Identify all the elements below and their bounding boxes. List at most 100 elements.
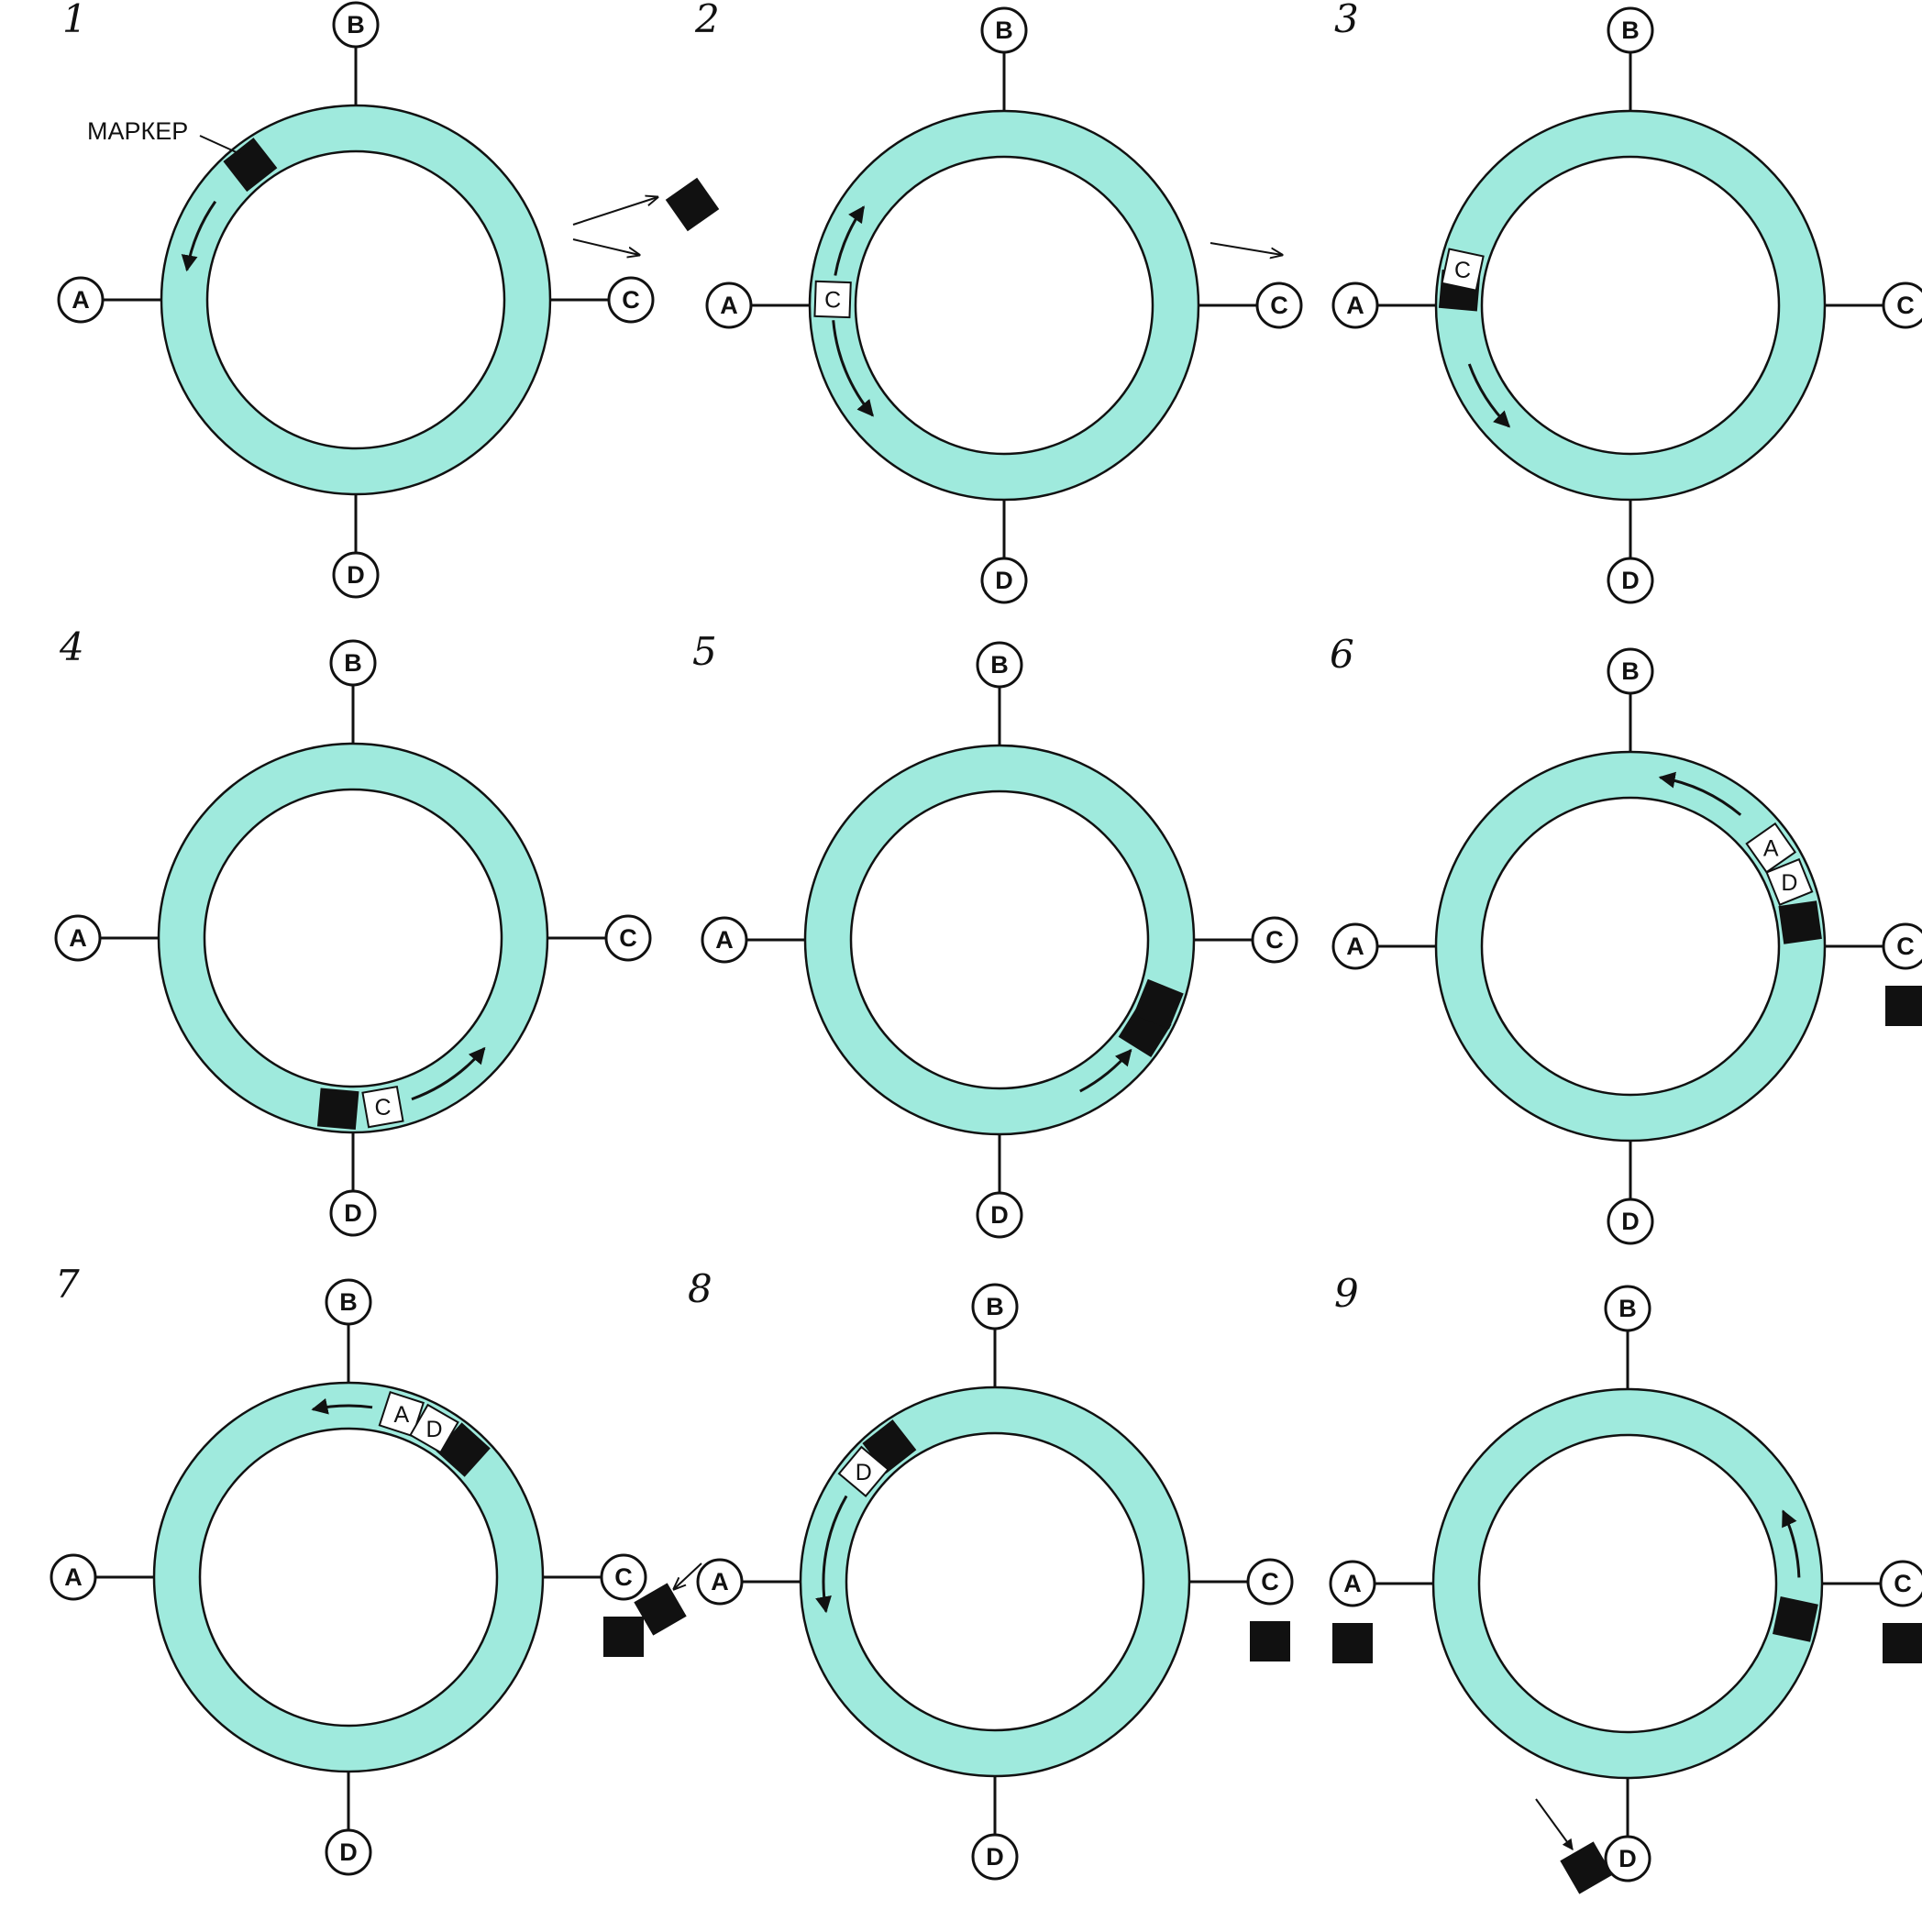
marker-label: МАРКЕР [87, 117, 188, 145]
node-label-B: B [1621, 657, 1640, 685]
ring [805, 745, 1194, 1134]
node-label-C: C [1896, 292, 1915, 319]
node-D [976, 1191, 1023, 1239]
direction-arrow [834, 205, 866, 276]
data-packet [1441, 248, 1485, 292]
node-D [325, 1828, 372, 1876]
node-D [980, 557, 1028, 604]
ring-inner-edge [1477, 1433, 1778, 1734]
node-C [607, 276, 655, 324]
node-A [54, 914, 102, 962]
ring-inner-edge [845, 1431, 1145, 1732]
node-C [1882, 282, 1922, 329]
panel-number: 5 [692, 629, 717, 674]
node-label-B: B [990, 651, 1009, 679]
node-A [1331, 282, 1379, 329]
panel-number: 3 [1334, 0, 1359, 41]
node-D [332, 551, 380, 599]
direction-arrow [832, 320, 874, 417]
node-label-C: C [1270, 292, 1288, 319]
panel-number: 4 [59, 624, 84, 669]
ring-inner-edge [203, 788, 503, 1088]
ring-outer-edge [1431, 1387, 1824, 1780]
direction-arrow [181, 200, 217, 272]
node-label-A: A [1343, 1570, 1362, 1597]
node-B [1607, 6, 1654, 54]
held-marker-A [1332, 1623, 1373, 1663]
node-label-C: C [1261, 1568, 1279, 1595]
node-B [329, 639, 377, 687]
node-label-A: A [1346, 292, 1364, 319]
token-marker [223, 138, 278, 193]
node-label-C: C [1265, 926, 1284, 954]
marker-label-leader [199, 135, 241, 155]
token-marker [1560, 1841, 1613, 1894]
node-label-B: B [344, 649, 362, 677]
panel-number: 6 [1330, 632, 1354, 677]
node-label-A: A [1346, 933, 1364, 960]
node-label-A: A [72, 286, 90, 314]
node-label-D: D [1621, 567, 1640, 594]
node-B [325, 1278, 372, 1326]
panel-number: 9 [1334, 1271, 1359, 1316]
node-B [1604, 1285, 1651, 1332]
ring-outer-edge [160, 104, 552, 496]
node-label-C: C [622, 286, 640, 314]
packet-label: A [393, 1402, 409, 1428]
node-C [1246, 1558, 1294, 1606]
ring [1436, 752, 1825, 1141]
data-packet [1765, 857, 1814, 906]
ring [161, 105, 550, 494]
panel-number: 8 [688, 1266, 712, 1311]
ring-inner-edge [205, 149, 506, 450]
node-A [1329, 1560, 1376, 1607]
node-A [696, 1558, 744, 1606]
ring-outer-edge [1434, 109, 1827, 502]
node-A [701, 916, 748, 964]
node-A [705, 282, 753, 329]
node-D [1607, 1198, 1654, 1245]
node-label-B: B [1621, 17, 1640, 44]
node-C [1255, 282, 1303, 329]
node-label-A: A [69, 924, 87, 952]
node-label-A: A [64, 1563, 83, 1591]
node-label-B: B [995, 17, 1013, 44]
direction-arrow [411, 1046, 486, 1101]
direction-arrow [1658, 771, 1742, 816]
node-B [976, 641, 1023, 689]
node-label-B: B [986, 1293, 1004, 1320]
direction-arrow [1079, 1048, 1132, 1093]
node-D [1604, 1835, 1651, 1882]
node-A [50, 1553, 97, 1601]
direction-arrow [1782, 1509, 1801, 1578]
packet-label: D [856, 1460, 872, 1485]
data-packet [837, 1445, 889, 1497]
node-label-B: B [1618, 1295, 1637, 1322]
node-label-D: D [1621, 1208, 1640, 1235]
panel-3: 3A B C D C [1210, 0, 1922, 604]
node-label-C: C [1896, 933, 1915, 960]
packet-label: C [374, 1095, 391, 1121]
node-D [971, 1833, 1019, 1881]
node-C [1882, 922, 1922, 970]
data-packet [409, 1403, 459, 1454]
node-label-A: A [720, 292, 738, 319]
packet-label: C [1454, 258, 1471, 283]
packet-label: A [1763, 836, 1779, 862]
packet-label: D [1781, 870, 1797, 896]
direction-arrow [815, 1495, 848, 1614]
held-marker-C [603, 1617, 644, 1657]
token-marker [1133, 978, 1184, 1030]
node-label-D: D [986, 1843, 1004, 1871]
node-B [332, 1, 380, 49]
transfer-arrow [1535, 1798, 1574, 1850]
node-A [1331, 922, 1379, 970]
node-B [980, 6, 1028, 54]
